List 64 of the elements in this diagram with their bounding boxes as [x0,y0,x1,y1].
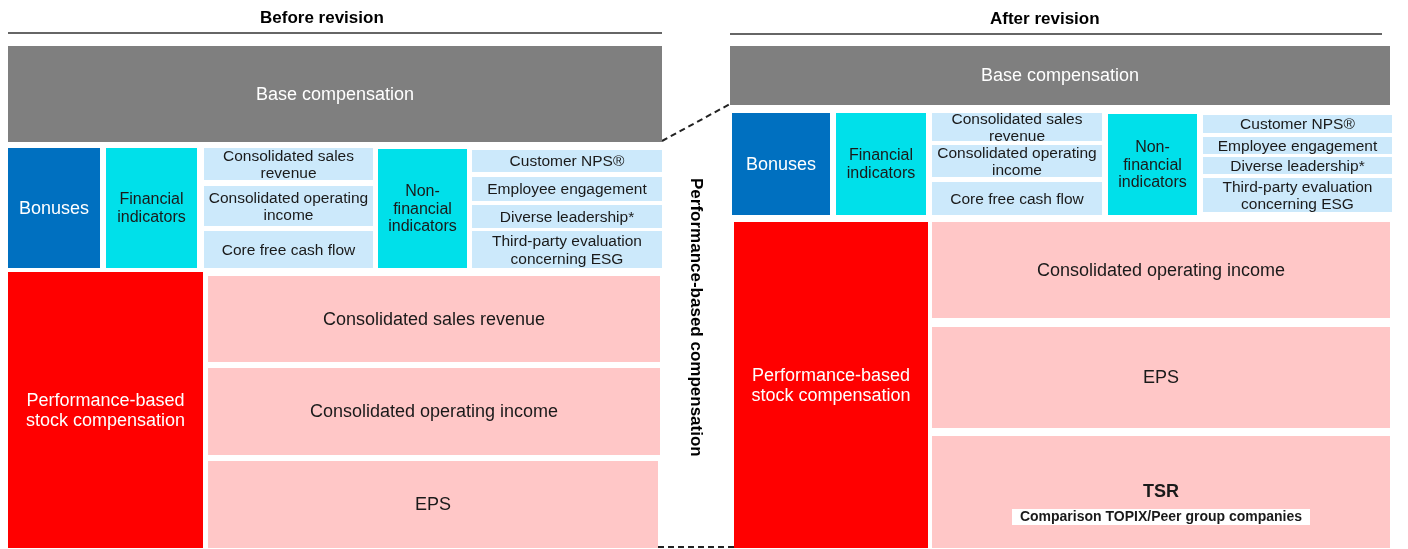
indicator-group-block [106,148,197,268]
indicator-item [1203,115,1392,133]
dashed-connector [661,103,731,142]
indicator-item [472,205,662,228]
indicator-item [1203,157,1392,174]
block-text: Customer NPS® [1240,115,1355,133]
compensation-block [8,46,662,142]
indicator-item [204,231,373,268]
block-text: Consolidated operating income [207,188,370,224]
indicator-group-block [1108,114,1197,215]
block-text: Third-party evaluation concerning ESG [1221,177,1374,213]
block-text: Bonuses [18,197,90,219]
block-text: Third-party evaluation concerning ESG [491,232,643,267]
block-text: Financial indicators [116,190,187,226]
block-text: Consolidated sales revenue [222,146,355,182]
indicator-item [472,150,662,172]
indicator-group-block [378,149,467,268]
block-text: EPS [415,494,451,515]
indicator-item [1203,137,1392,154]
indicator-item [472,177,662,201]
section-heading: After revision [990,9,1100,29]
vertical-label: Performance-based compensation [686,178,706,457]
block-text: Consolidated sales revenue [322,308,546,330]
indicator-item [932,182,1102,215]
block-text: Consolidated sales revenue [950,109,1084,145]
dashed-connector [657,546,735,548]
indicator-item [208,461,658,548]
indicator-item [932,113,1102,141]
block-text: Performance-based stock compensation [750,364,912,406]
block-text: Employee engagement [487,180,647,198]
block-text: Base compensation [255,83,415,105]
indicator-item [932,327,1390,428]
category-block [732,113,830,215]
compensation-block [730,46,1390,105]
block-text: Non-financial indicators [387,181,458,236]
block-text: Non-financial indicators [1117,137,1188,192]
block-text: EPS [1143,367,1179,388]
block-text: Base compensation [980,65,1140,86]
block-text: Employee engagement [1217,136,1378,155]
block-text: Diverse leadership* [499,207,635,226]
indicator-item [932,222,1390,318]
block-text: Bonuses [745,153,817,175]
indicator-item [208,276,660,362]
block-text: Financial indicators [845,146,917,182]
category-block [8,148,100,268]
block-text: TSR [1143,481,1179,502]
block-text: Consolidated operating income [309,401,559,422]
indicator-item [1203,178,1392,212]
indicator-group-block [836,113,926,215]
block-text: Performance-based stock compensation [24,389,187,431]
indicator-item [472,231,662,268]
indicator-item [204,148,373,180]
block-text: Consolidated operating income [1036,259,1286,281]
block-text: Core free cash flow [221,240,356,259]
category-block [734,222,928,548]
block-text: Diverse leadership* [1230,156,1365,175]
block-text: Consolidated operating income [936,143,1098,179]
block-text: Customer NPS® [509,152,625,170]
category-block [8,272,203,548]
section-heading: Before revision [260,8,384,28]
indicator-item [932,436,1390,548]
indicator-item [208,368,660,455]
sub-caption: Comparison TOPIX/Peer group companies [1011,509,1311,525]
block-text: Core free cash flow [950,189,1084,208]
